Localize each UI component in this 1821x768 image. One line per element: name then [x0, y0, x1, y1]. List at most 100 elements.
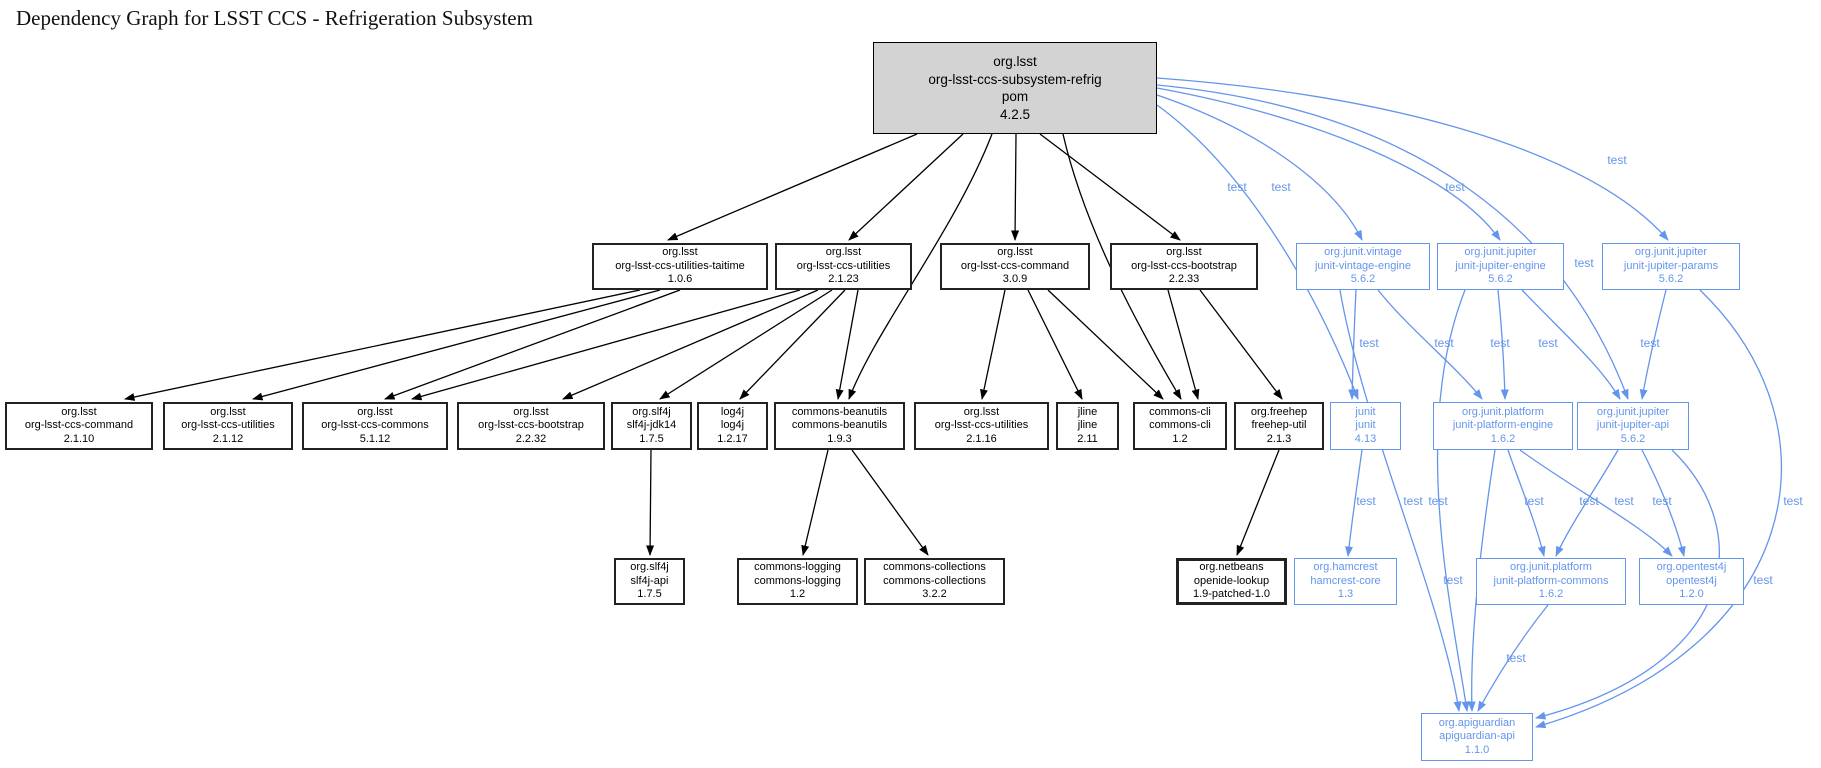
edge-root-to-junit [1156, 104, 1359, 400]
edge-root-to-beanutils [848, 133, 993, 400]
edge-beanutils-to-commons-logging [801, 449, 829, 556]
node-vintage-engine-line: 5.6.2 [1350, 273, 1376, 286]
edge-platform-commons-to-apiguardian-api [1477, 604, 1549, 712]
node-slf4j-jdk14-line: slf4j-jdk14 [626, 419, 677, 432]
node-commons-collections-line: commons-collections [883, 574, 986, 587]
node-junit-line: 4.13 [1354, 432, 1377, 445]
node-jupiter-params-line: 5.6.2 [1658, 273, 1684, 286]
node-slf4j-jdk14-line: 1.7.5 [639, 432, 664, 445]
node-utilities2116-line: 2.1.16 [966, 432, 997, 445]
node-command309-line: org.lsst [997, 246, 1033, 259]
edge-utilities23-to-beanutils [835, 289, 859, 400]
edge-platform-engine-to-opentest4j [1519, 449, 1673, 557]
node-opentest4j-line: org.opentest4j [1656, 561, 1727, 574]
edge-utilities23-to-slf4j-jdk14 [659, 289, 833, 400]
edge-root-to-command309 [1011, 133, 1020, 241]
node-beanutils-line: commons-beanutils [791, 405, 888, 418]
node-platform-commons-line: junit-platform-commons [1493, 574, 1609, 587]
node-platform-engine-line: org.junit.platform [1462, 405, 1544, 418]
edge-label-jupiter-api-to-opentest4j: test [1652, 494, 1672, 508]
edge-jupiter-engine-to-jupiter-api [1521, 289, 1621, 400]
node-commons5112-line: org-lsst-ccs-commons [321, 419, 429, 432]
edge-label-platform-engine-to-platform-commons: test [1524, 494, 1544, 508]
node-openide-lookup-line: openide-lookup [1193, 574, 1270, 587]
edge-junit-to-hamcrest-core [1345, 449, 1363, 557]
edge-label-jupiter-params-to-apiguardian-api: test [1783, 494, 1803, 508]
node-platform-engine-line: junit-platform-engine [1452, 419, 1554, 432]
node-beanutils-line: 1.9.3 [827, 432, 852, 445]
edge-utilities23-to-log4j [739, 289, 846, 400]
node-hamcrest-core-line: org.hamcrest [1313, 561, 1378, 574]
edge-jupiter-engine-to-platform-engine [1497, 289, 1509, 400]
edge-label-platform-commons-to-apiguardian-api: test [1506, 651, 1526, 665]
node-bootstrap2232-line: org.lsst [513, 405, 549, 418]
node-root-line: org.lsst [993, 54, 1037, 69]
edge-label-jupiter-engine-to-apiguardian-api: test [1428, 494, 1448, 508]
node-utilities2116-line: org-lsst-ccs-utilities [934, 419, 1029, 432]
edge-command309-to-jline [1027, 289, 1083, 400]
node-slf4j-api-line: slf4j-api [630, 574, 669, 587]
node-jupiter-engine-line: org.junit.jupiter [1464, 246, 1537, 259]
node-hamcrest-core-line: hamcrest-core [1310, 574, 1381, 587]
edge-vintage-engine-to-platform-engine [1377, 289, 1483, 400]
edge-root-to-taitime [667, 133, 918, 241]
node-openide-lookup-line: org.netbeans [1199, 561, 1264, 574]
node-command2110-line: org.lsst [61, 405, 97, 418]
node-commons-cli-line: 1.2 [1172, 432, 1188, 445]
node-jline-line: jline [1077, 405, 1098, 418]
edge-root-to-jupiter-api [1156, 84, 1629, 400]
edge-label-root-to-jupiter-params: test [1607, 153, 1627, 167]
node-junit-line: junit [1355, 419, 1376, 432]
node-slf4j-api-line: org.slf4j [630, 561, 669, 574]
edge-label-vintage-engine-to-apiguardian-api: test [1403, 494, 1423, 508]
node-log4j-line: log4j [720, 419, 745, 432]
node-apiguardian-api-line: 1.1.0 [1464, 743, 1490, 756]
node-vintage-engine-line: junit-vintage-engine [1314, 259, 1411, 272]
edge-root-to-jupiter-engine [1156, 87, 1501, 241]
node-utilities2112-line: org.lsst [210, 405, 246, 418]
node-jupiter-engine-line: junit-jupiter-engine [1455, 259, 1546, 272]
node-jupiter-api-line: org.junit.jupiter [1596, 405, 1670, 418]
edge-jupiter-api-to-platform-commons [1555, 449, 1619, 557]
node-bootstrap233-line: 2.2.33 [1168, 273, 1200, 286]
node-root-line: pom [1001, 89, 1029, 104]
edge-label-vintage-engine-to-platform-engine: test [1434, 336, 1454, 350]
node-commons5112-line: 5.1.12 [359, 432, 391, 445]
node-jupiter-api-line: 5.6.2 [1620, 432, 1646, 445]
node-utilities23-line: org-lsst-ccs-utilities [796, 259, 891, 272]
node-command2110-line: 2.1.10 [63, 432, 95, 445]
node-freehep-util-line: 2.1.3 [1266, 432, 1292, 445]
node-taitime-line: org.lsst [662, 246, 698, 259]
node-platform-commons-line: 1.6.2 [1538, 588, 1564, 601]
node-platform-commons-line: org.junit.platform [1510, 561, 1592, 574]
node-jupiter-api-line: junit-jupiter-api [1596, 419, 1670, 432]
node-opentest4j-line: opentest4j [1666, 574, 1717, 587]
node-jline-line: jline [1077, 419, 1098, 432]
edge-vintage-engine-to-apiguardian-api [1339, 289, 1462, 712]
node-freehep-util-line: org.freehep [1250, 405, 1308, 418]
edge-label-junit-to-hamcrest-core: test [1356, 494, 1376, 508]
node-taitime-line: 1.0.6 [667, 273, 693, 286]
edge-root-to-jupiter-params [1156, 77, 1669, 241]
node-jline-line: 2.11 [1077, 432, 1098, 445]
edge-root-to-vintage-engine [1156, 94, 1363, 241]
node-jupiter-engine-line: 5.6.2 [1488, 273, 1513, 286]
